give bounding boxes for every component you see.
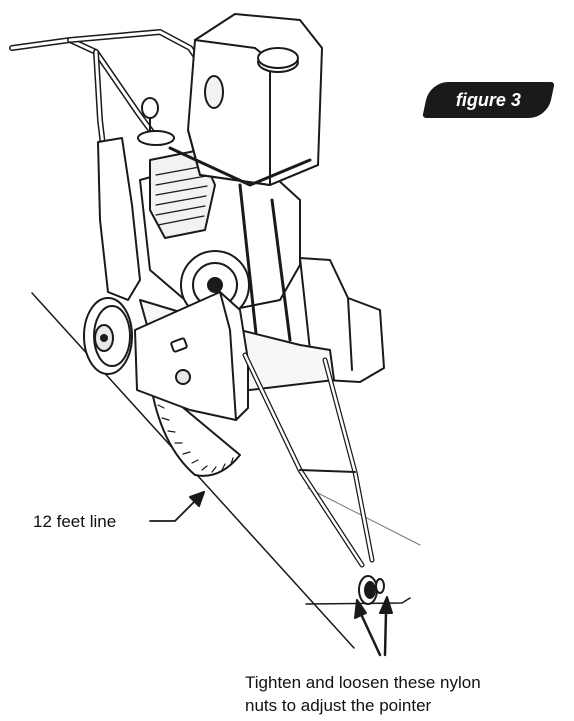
water-tank [187, 13, 323, 186]
frame-side-plate [97, 137, 141, 301]
nut-callout-line-1: Tighten and loosen these nylon [245, 673, 481, 692]
engine-cooling-fins [155, 165, 208, 226]
handle-bars [9, 29, 208, 191]
blade-guard [134, 291, 249, 421]
figure-label: figure 3 [455, 89, 521, 110]
pointer-arm [242, 352, 375, 568]
nut-callout-label: Tighten and loosen these nylon nuts to a… [245, 671, 574, 717]
line-callout-arrow [149, 499, 197, 522]
pointer-wheel [305, 575, 411, 605]
control-knob-icon [137, 97, 175, 146]
nut-arrowhead-right [379, 596, 393, 614]
rear-wheel [83, 297, 133, 375]
figure-label-badge: figure 3 [422, 82, 555, 118]
nut-arrowhead-left [354, 599, 367, 619]
nut-callout-line-2: nuts to adjust the pointer [245, 696, 432, 715]
blade-teeth [157, 404, 234, 473]
tank-frame [168, 146, 312, 354]
line-callout-arrowhead [189, 491, 205, 507]
line-callout-label: 12 feet line [33, 512, 117, 531]
nut-callout-arrows [359, 610, 388, 657]
